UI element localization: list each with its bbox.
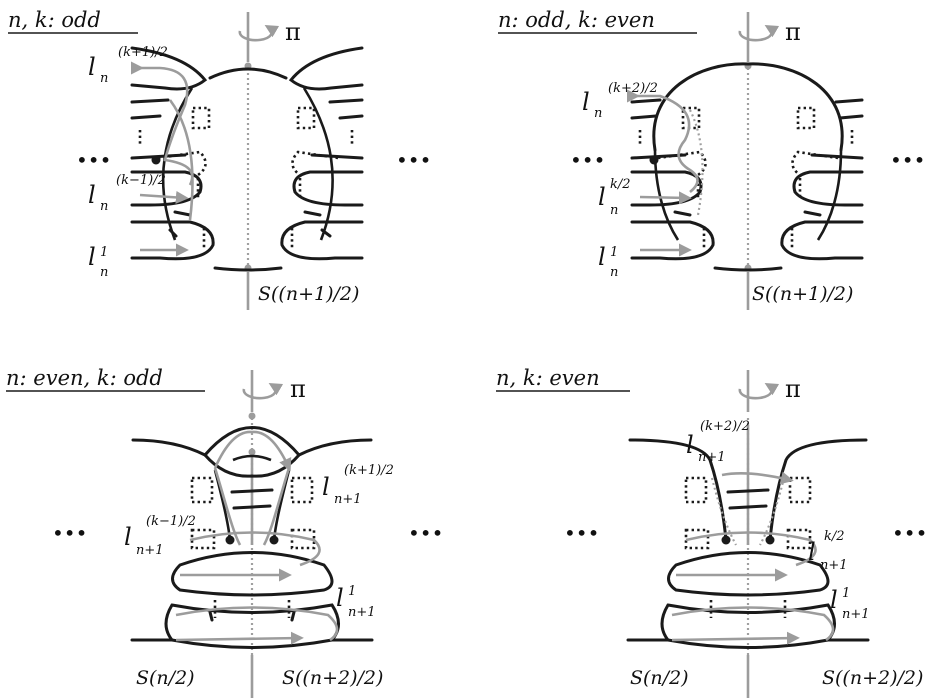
panel-3-gray-loops [175, 430, 339, 645]
svg-text:(k+1)/2: (k+1)/2 [118, 45, 168, 60]
panel-3-left-sphere-label: S(n/2) [136, 667, 195, 689]
panel-3-ellipsis-left: ••• [52, 521, 87, 545]
panel-3-label-top: l n+1 (k+1)/2 [322, 463, 394, 507]
panel-1-rotation-axis [238, 12, 280, 310]
svg-text:l: l [88, 243, 96, 271]
svg-text:n: n [610, 203, 618, 218]
svg-text:(k−1)/2: (k−1)/2 [146, 514, 196, 529]
panel-4: n, k: even π [496, 366, 927, 698]
svg-text:1: 1 [842, 586, 850, 601]
svg-text:1: 1 [100, 245, 108, 260]
panel-1: n, k: odd π [8, 8, 431, 310]
panel-2-label-mid: l n k/2 [598, 177, 631, 218]
panel-4-pi-label: π [785, 375, 801, 403]
panel-1-ellipsis-left: ••• [76, 148, 111, 172]
svg-text:n: n [100, 199, 108, 214]
panel-2-gray-loops [626, 89, 704, 257]
panel-3-title: n: even, k: odd [6, 366, 163, 390]
svg-text:n: n [610, 265, 618, 280]
svg-text:(k−1)/2: (k−1)/2 [116, 173, 166, 188]
panel-1-ellipsis-right: ••• [396, 148, 431, 172]
panel-3-right-sphere-label: S((n+2)/2) [282, 667, 383, 689]
panel-4-right-sphere-label: S((n+2)/2) [822, 667, 923, 689]
panel-2-left-tubes [630, 98, 715, 261]
panel-2-pi-label: π [785, 18, 801, 46]
panel-1-label-bottom: l n 1 [88, 243, 108, 280]
panel-2-title: n: odd, k: even [498, 8, 655, 32]
svg-text:l: l [582, 88, 590, 116]
svg-text:l: l [88, 181, 96, 209]
svg-text:(k+2)/2: (k+2)/2 [700, 419, 750, 434]
svg-text:l: l [686, 431, 694, 459]
panel-4-ellipsis-right: ••• [892, 521, 927, 545]
svg-text:(k+2)/2: (k+2)/2 [608, 81, 658, 96]
svg-text:l: l [598, 183, 606, 211]
svg-text:1: 1 [610, 245, 618, 260]
svg-text:l: l [322, 473, 330, 501]
panel-3-intersection-right [269, 535, 279, 545]
svg-text:n: n [100, 265, 108, 280]
panel-2-label-bottom: l n 1 [598, 243, 618, 280]
svg-text:l: l [336, 584, 344, 612]
panel-4-title: n, k: even [496, 366, 600, 390]
panel-3-label-mid: l n+1 (k−1)/2 [124, 514, 196, 558]
svg-text:n+1: n+1 [334, 492, 362, 507]
panel-2-intersection-point [649, 155, 659, 165]
svg-text:(k+1)/2: (k+1)/2 [344, 463, 394, 478]
panel-3-ellipsis-right: ••• [408, 521, 443, 545]
panel-3-intersection-left [225, 535, 235, 545]
svg-text:l: l [88, 53, 96, 81]
svg-text:n+1: n+1 [698, 450, 726, 465]
svg-text:k/2: k/2 [610, 177, 631, 192]
panel-1-pi-label: π [285, 18, 301, 46]
panel-3-rotation-axis [242, 370, 284, 698]
svg-text:l: l [808, 538, 816, 566]
panel-1-sphere-label: S((n+1)/2) [258, 283, 359, 305]
svg-text:n+1: n+1 [842, 607, 870, 622]
panel-2-ellipsis-left: ••• [570, 148, 605, 172]
svg-text:l: l [830, 586, 838, 614]
panel-4-label-mid: l n+1 k/2 [808, 529, 848, 573]
panel-3-pi-label: π [290, 375, 306, 403]
panel-4-gray-loops [671, 471, 835, 645]
svg-text:l: l [598, 243, 606, 271]
panel-3: n: even, k: odd π [6, 366, 443, 698]
svg-text:n: n [594, 106, 602, 121]
panel-2-rotation-axis [738, 12, 780, 310]
svg-text:n: n [100, 71, 108, 86]
svg-text:n+1: n+1 [136, 543, 164, 558]
panel-1-gray-loops [130, 61, 194, 257]
panel-4-left-sphere-label: S(n/2) [630, 667, 689, 689]
panel-4-intersection-left [721, 535, 731, 545]
panel-1-title: n, k: odd [8, 8, 101, 32]
panel-1-right-tubes [280, 46, 364, 261]
panel-4-label-top: l n+1 (k+2)/2 [686, 419, 750, 465]
panel-2-ellipsis-right: ••• [890, 148, 925, 172]
panel-1-label-mid: l n (k−1)/2 [88, 173, 166, 214]
panel-3-label-bottom: l n+1 1 [336, 584, 376, 620]
panel-4-intersection-right [765, 535, 775, 545]
panel-1-left-tubes [130, 46, 215, 261]
svg-text:n+1: n+1 [820, 558, 848, 573]
panel-1-intersection-point [151, 155, 161, 165]
svg-text:l: l [124, 523, 132, 551]
svg-text:k/2: k/2 [824, 529, 845, 544]
panel-2-sphere-label: S((n+1)/2) [752, 283, 853, 305]
svg-text:n+1: n+1 [348, 605, 376, 620]
panel-2-right-tubes [780, 98, 864, 261]
panel-4-label-bottom: l n+1 1 [830, 586, 870, 622]
panel-4-rotation-axis [738, 370, 780, 698]
panel-2-label-top: l n (k+2)/2 [582, 81, 658, 121]
svg-text:1: 1 [348, 584, 356, 599]
panel-1-label-top: l n (k+1)/2 [88, 45, 168, 86]
panel-2: n: odd, k: even π [498, 8, 925, 310]
panel-4-ellipsis-left: ••• [564, 521, 599, 545]
